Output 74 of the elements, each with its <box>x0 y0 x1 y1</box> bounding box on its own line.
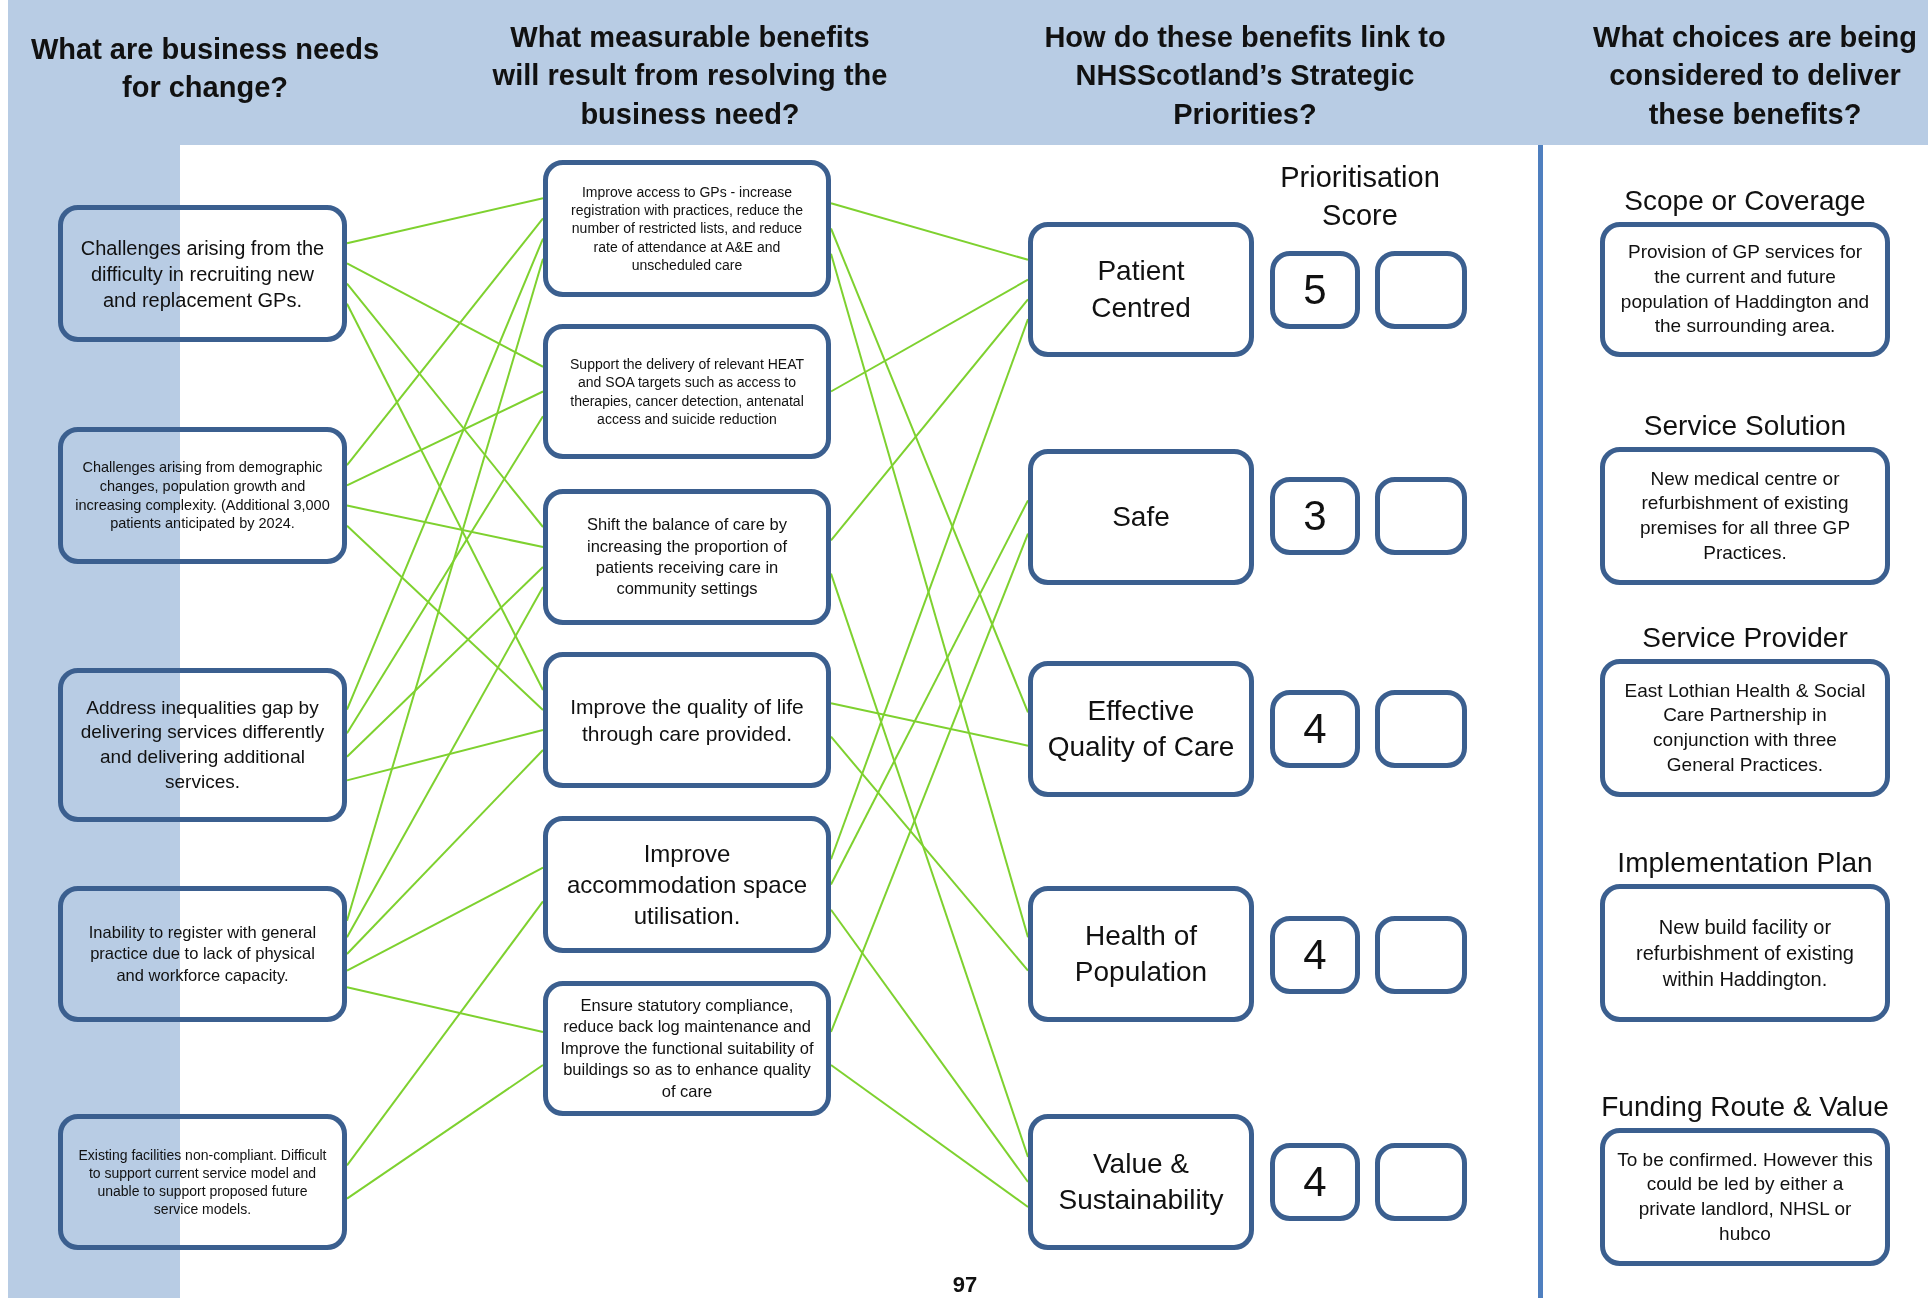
connector-line <box>830 202 1029 261</box>
connector-line <box>346 749 544 955</box>
option-heading: Implementation Plan <box>1616 846 1874 880</box>
need-box: Existing facilities non-compliant. Difficult to support current service model and unable to support proposed future service models. <box>58 1114 347 1250</box>
connector-line <box>346 866 544 972</box>
need-box: Challenges arising from demographic changes, population growth and increasing complexity. (Additional 3,000 patients anticipated by 2024. <box>58 427 347 564</box>
benefit-box: Support the delivery of relevant HEAT and SOA targets such as access to therapies, cancer detection, antenatal access and suicide reduction <box>543 324 831 459</box>
score-box: 4 <box>1270 916 1360 994</box>
connector-line <box>346 900 544 1167</box>
empty-score-box <box>1375 690 1467 768</box>
connector-line <box>346 566 544 758</box>
score-heading: Prioritisation Score <box>1279 160 1441 234</box>
option-heading: Service Solution <box>1642 409 1848 443</box>
priority-box: Patient Centred <box>1028 222 1254 357</box>
score-box: 3 <box>1270 477 1360 555</box>
page-number: 97 <box>951 1271 979 1298</box>
option-text-box: To be confirmed. However this could be led by either a private landlord, NHSL or hubco <box>1600 1128 1890 1266</box>
empty-score-box <box>1375 477 1467 555</box>
connector-line <box>346 524 544 711</box>
connector-line <box>346 1064 544 1200</box>
empty-score-box <box>1375 916 1467 994</box>
connector-line <box>346 504 544 548</box>
score-box: 4 <box>1270 1143 1360 1221</box>
connector-line <box>346 415 544 735</box>
connector-line <box>346 729 544 782</box>
connector-line <box>346 237 544 711</box>
connector-line <box>830 278 1029 393</box>
column-heading: What are business needs for change? <box>29 32 381 106</box>
empty-score-box <box>1375 1143 1467 1221</box>
column-heading: What measurable benefits will result from resolving the business need? <box>491 20 889 132</box>
connector-line <box>830 532 1029 1033</box>
need-box: Address inequalities gap by delivering services differently and delivering additional services. <box>58 668 347 822</box>
connector-line <box>346 986 544 1033</box>
option-heading: Funding Route & Value <box>1600 1090 1890 1124</box>
connector-line <box>830 702 1029 747</box>
priority-box: Value & Sustainability <box>1028 1114 1254 1250</box>
connector-line <box>830 735 1029 972</box>
benefit-box: Ensure statutory compliance, reduce back log maintenance and Improve the functional suitability of buildings so as to enhance quality of care <box>543 981 831 1116</box>
benefit-box: Improve the quality of life through care provided. <box>543 652 831 788</box>
option-text-box: East Lothian Health & Social Care Partnership in conjunction with three General Practices. <box>1600 659 1890 797</box>
connector-line <box>830 908 1029 1183</box>
connector-line <box>830 318 1029 861</box>
connector-line <box>346 217 544 467</box>
priority-box: Safe <box>1028 449 1254 585</box>
option-text-box: Provision of GP services for the current and future population of Haddington and the surrounding area. <box>1600 222 1890 357</box>
connector-line <box>346 262 544 368</box>
empty-score-box <box>1375 251 1467 329</box>
connector-line <box>346 257 544 922</box>
benefit-box: Improve access to GPs - increase registration with practices, reduce the number of restricted lists, and reduce rate of attendance at A&E and unscheduled care <box>543 160 831 297</box>
score-box: 4 <box>1270 690 1360 768</box>
score-box: 5 <box>1270 251 1360 329</box>
option-heading: Scope or Coverage <box>1623 184 1867 218</box>
priority-box: Effective Quality of Care <box>1028 661 1254 797</box>
connector-line <box>830 572 1029 1158</box>
connector-line <box>346 586 544 939</box>
option-heading: Service Provider <box>1641 621 1849 655</box>
connector-line <box>830 1064 1029 1208</box>
need-box: Challenges arising from the difficulty in recruiting new and replacement GPs. <box>58 205 347 342</box>
benefit-box: Shift the balance of care by increasing the proportion of patients receiving care in community settings <box>543 489 831 625</box>
connector-line <box>830 252 1029 939</box>
option-text-box: New build facility or refurbishment of existing within Haddington. <box>1600 884 1890 1022</box>
connector-line <box>830 298 1029 542</box>
column-heading: How do these benefits link to NHSScotland’s Strategic Priorities? <box>1043 20 1447 132</box>
connector-line <box>346 302 544 691</box>
option-text-box: New medical centre or refurbishment of existing premises for all three GP Practices. <box>1600 447 1890 585</box>
connector-line <box>346 197 544 245</box>
need-box: Inability to register with general practice due to lack of physical and workforce capacity. <box>58 886 347 1022</box>
connector-line <box>346 282 544 528</box>
benefit-box: Improve accommodation space utilisation. <box>543 816 831 953</box>
column-heading: What choices are being considered to deliver these benefits? <box>1592 20 1918 132</box>
connector-line <box>346 390 544 487</box>
connector-line <box>830 227 1029 714</box>
connector-line <box>830 499 1029 886</box>
priority-box: Health of Population <box>1028 886 1254 1022</box>
